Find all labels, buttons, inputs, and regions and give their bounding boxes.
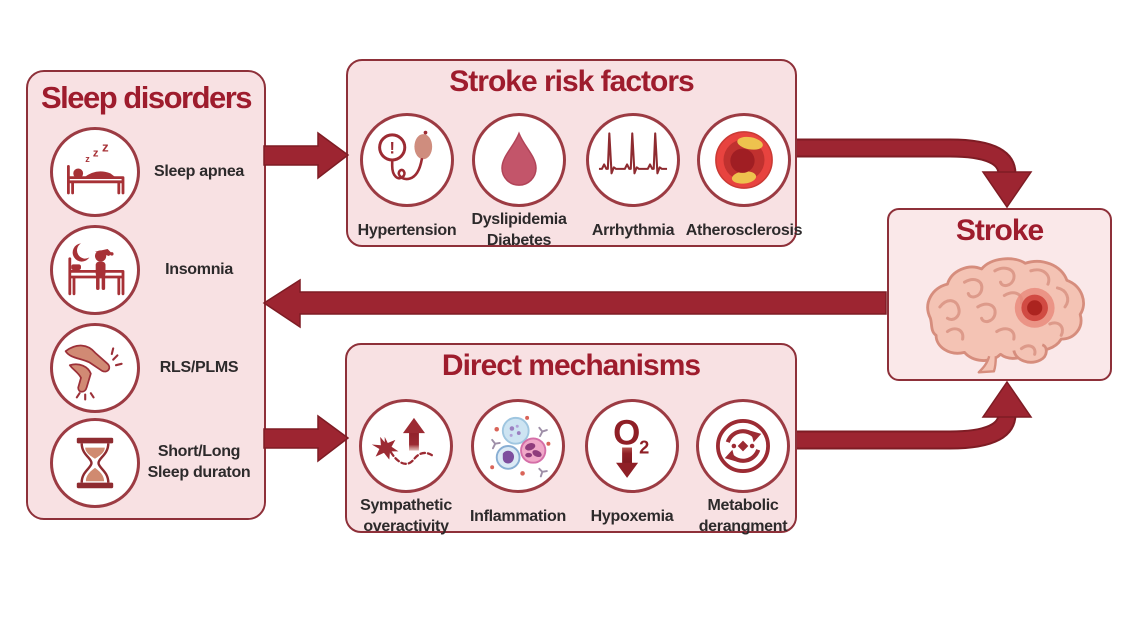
arrow-sleep-to-mechanisms	[263, 414, 350, 463]
arrhythmia-circle	[586, 113, 680, 207]
dyslipidemia-item: Dyslipidemia Diabetes	[463, 113, 575, 253]
sympathetic-item: Sympathetic overactivity	[350, 399, 462, 539]
rls-circle	[50, 323, 140, 413]
dyslipidemia-circle	[472, 113, 566, 207]
neuron-up-arrow-icon	[371, 417, 433, 465]
arrow-risk-factors-to-stroke	[797, 138, 1033, 209]
arrow-stroke-to-sleep-feedback	[262, 278, 887, 329]
hypertension-circle: !	[360, 113, 454, 207]
stroke-risk-factors-title: Stroke risk factors	[449, 65, 694, 98]
artery-plaque-icon	[715, 131, 773, 189]
atherosclerosis-label: Atherosclerosis	[685, 221, 803, 239]
restless-legs-icon	[64, 344, 123, 401]
stroke-title: Stroke	[955, 214, 1044, 247]
insomnia-label: Insomnia	[165, 260, 233, 278]
sympathetic-circle	[359, 399, 453, 493]
metabolic-cycle-icon	[716, 419, 770, 473]
inflammation-item: Inflammation	[462, 399, 574, 539]
blood-drop-icon	[501, 131, 537, 186]
sleep-disorders-title: Sleep disorders	[40, 80, 253, 115]
svg-text:O: O	[613, 413, 640, 452]
brain-with-stroke-lesion	[926, 257, 1085, 374]
arrow-sleep-to-risk-factors	[263, 131, 350, 180]
sleep-duration-circle	[50, 418, 140, 508]
sleep-apnea-circle: z z z	[50, 127, 140, 217]
arrow-mechanisms-to-stroke	[797, 380, 1033, 450]
atherosclerosis-item: Atherosclerosis	[685, 113, 803, 253]
inflammation-circle	[471, 399, 565, 493]
hypoxemia-circle: O 2	[585, 399, 679, 493]
atherosclerosis-circle	[697, 113, 791, 207]
hypertension-item: ! Hypertension	[351, 113, 463, 253]
metabolic-circle	[696, 399, 790, 493]
hypoxemia-label: Hypoxemia	[590, 507, 674, 525]
svg-text:z: z	[85, 154, 90, 164]
insomnia-moon-bed-icon	[68, 243, 125, 296]
stroke-panel: Stroke	[887, 208, 1112, 381]
immune-cells-icon	[490, 415, 551, 478]
hypoxemia-item: O 2 Hypoxemia	[576, 399, 688, 539]
low-oxygen-icon: O 2	[613, 413, 649, 478]
stroke-risk-factors-panel: Stroke risk factors ! Hypertension Dysli…	[346, 59, 803, 249]
direct-mechanisms-panel: Direct mechanisms S	[345, 343, 797, 535]
ecg-trace-icon	[598, 132, 668, 175]
sleep-duration-label: Short/Long Sleep duraton	[147, 443, 251, 481]
insomnia-circle	[50, 225, 140, 315]
svg-text:z: z	[102, 140, 109, 155]
svg-text:z: z	[93, 148, 99, 160]
svg-text:2: 2	[639, 437, 649, 458]
rls-label: RLS/PLMS	[159, 358, 239, 376]
blood-pressure-monitor-icon: !	[378, 130, 433, 181]
dyslipidemia-label: Dyslipidemia Diabetes	[471, 211, 567, 249]
hypertension-label: Hypertension	[357, 221, 457, 239]
arrhythmia-item: Arrhythmia	[577, 113, 689, 253]
metabolic-item: Metabolic derangment	[687, 399, 799, 539]
inflammation-label: Inflammation	[470, 507, 566, 525]
arrhythmia-label: Arrhythmia	[591, 221, 675, 239]
sleeping-in-bed-icon: z z z	[67, 140, 125, 195]
sleep-apnea-label: Sleep apnea	[153, 162, 245, 180]
hourglass-icon	[76, 437, 114, 489]
metabolic-label: Metabolic derangment	[698, 497, 788, 535]
sympathetic-label: Sympathetic overactivity	[360, 497, 452, 535]
svg-text:!: !	[389, 139, 394, 157]
sleep-disorders-panel: Sleep disorders z z z Sleep apnea	[26, 70, 266, 520]
direct-mechanisms-title: Direct mechanisms	[441, 349, 701, 382]
